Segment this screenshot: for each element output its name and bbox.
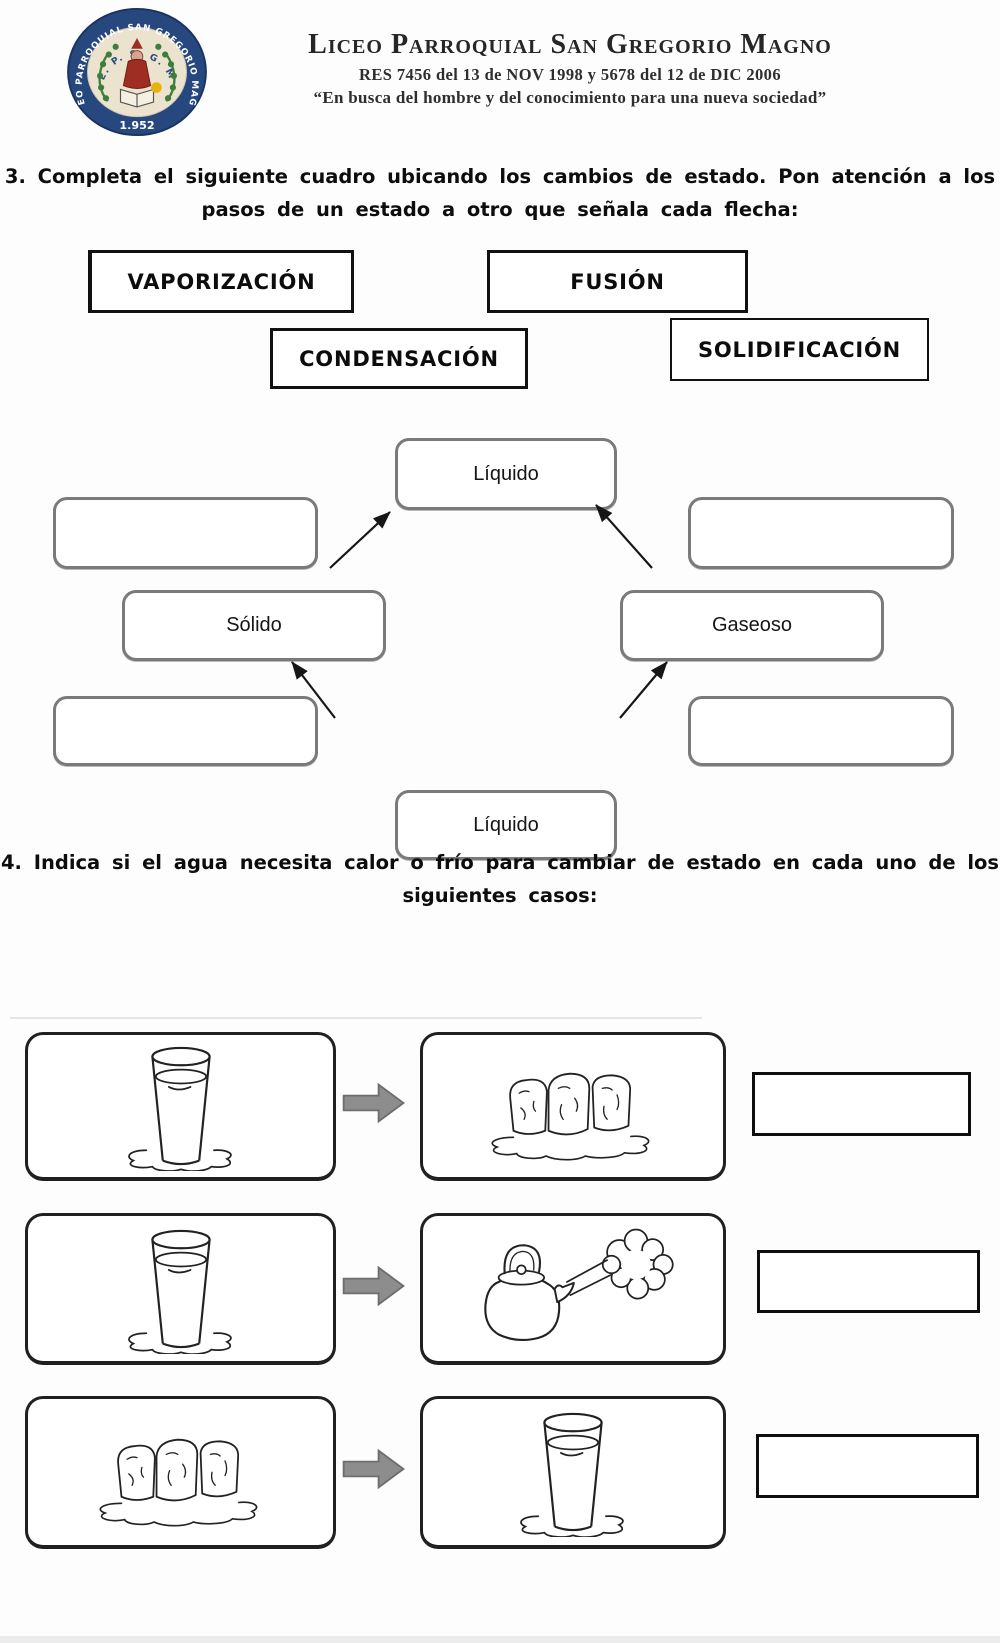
laurel-branches-icon xyxy=(97,43,177,102)
answer-drop-box-upper-left[interactable] xyxy=(53,497,318,569)
case-3-answer-input-box[interactable] xyxy=(756,1434,979,1498)
open-book-icon xyxy=(119,88,155,108)
resolution-line: RES 7456 del 13 de NOV 1998 y 5678 del 1… xyxy=(359,65,781,84)
word-chip-condensacion[interactable]: CONDENSACIÓN xyxy=(270,328,528,389)
answer-drop-box-lower-left[interactable] xyxy=(53,696,318,766)
arrow-gaseoso-to-liquido-icon xyxy=(595,504,653,569)
transform-arrow-icon xyxy=(338,1080,410,1126)
glass-of-water-icon xyxy=(512,1407,634,1537)
glass-of-water-icon xyxy=(120,1224,242,1354)
case-2-image-from xyxy=(25,1213,336,1365)
state-box-liquido-bottom: Líquido xyxy=(395,790,617,860)
case-2-answer-input-box[interactable] xyxy=(757,1250,980,1313)
glass-of-water-icon xyxy=(120,1041,242,1171)
question-3-text: 3. Completa el siguiente cuadro ubicando… xyxy=(0,160,1000,226)
case-1-image-to xyxy=(420,1032,726,1181)
melting-ice-cubes-icon xyxy=(65,1425,297,1531)
motto-line: “En busca del hombre y del conocimiento … xyxy=(313,88,827,107)
faint-separator-line xyxy=(10,1017,702,1019)
steaming-kettle-icon xyxy=(451,1219,695,1359)
melting-ice-cubes-icon xyxy=(457,1059,689,1165)
transform-arrow-icon xyxy=(338,1446,410,1492)
question-3-line-1: 3. Completa el siguiente cuadro ubicando… xyxy=(4,165,996,188)
state-box-liquido-top: Líquido xyxy=(395,438,617,510)
case-1-image-from xyxy=(25,1032,336,1181)
answer-drop-box-upper-right[interactable] xyxy=(688,497,954,569)
case-1-answer-input-box[interactable] xyxy=(752,1072,971,1136)
transform-arrow-icon xyxy=(338,1263,410,1309)
question-4-text: 4. Indica si el agua necesita calor o fr… xyxy=(0,846,1000,912)
question-3-line-2: pasos de un estado a otro que señala cad… xyxy=(201,198,799,221)
page-bottom-edge xyxy=(0,1636,1000,1643)
word-chip-solidificacion[interactable]: SOLIDIFICACIÓN xyxy=(670,318,929,381)
word-chip-vaporizacion[interactable]: VAPORIZACIÓN xyxy=(88,250,354,313)
school-name: Liceo Parroquial San Gregorio Magno xyxy=(308,29,832,60)
arrow-liquido-to-gaseoso-icon xyxy=(619,661,668,719)
case-3-image-from xyxy=(25,1396,336,1549)
state-box-gaseoso: Gaseoso xyxy=(620,590,884,661)
case-2-image-to xyxy=(420,1213,726,1365)
word-chip-fusion[interactable]: FUSIÓN xyxy=(487,250,748,313)
gold-dot-icon xyxy=(151,82,162,93)
question-4-line-2: siguientes casos: xyxy=(402,884,598,907)
question-4-line-1: 4. Indica si el agua necesita calor o fr… xyxy=(0,851,1000,874)
saint-figure-icon xyxy=(122,38,152,89)
arrow-solido-to-liquido-icon xyxy=(329,511,391,569)
logo-year: 1.952 xyxy=(119,119,154,132)
state-box-solido: Sólido xyxy=(122,590,386,661)
answer-drop-box-lower-right[interactable] xyxy=(688,696,954,766)
header-text-block: Liceo Parroquial San Gregorio Magno RES … xyxy=(225,30,915,108)
school-logo: LICEO PARROQUIAL SAN GREGORIO MAGNO L. P… xyxy=(63,6,207,137)
case-3-image-to xyxy=(420,1396,726,1549)
